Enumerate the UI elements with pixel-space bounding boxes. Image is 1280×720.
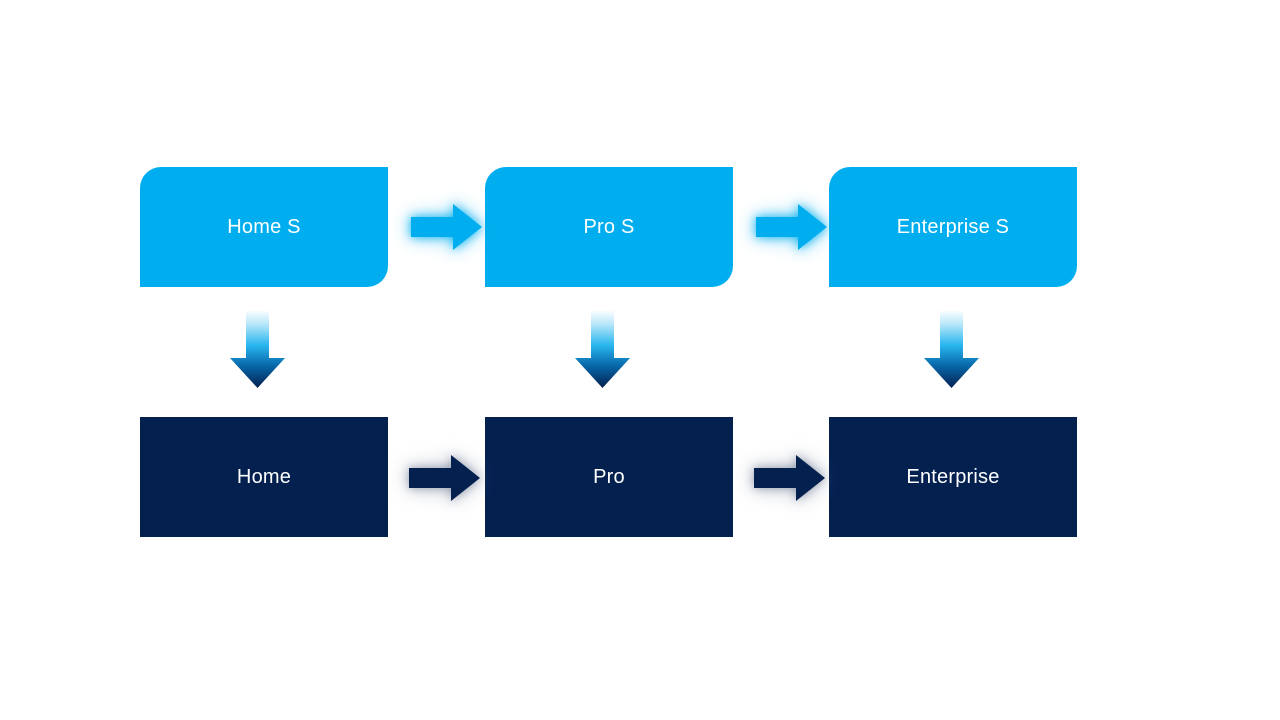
node-pro-label: Pro — [593, 466, 625, 488]
node-enterprise[interactable]: Enterprise — [829, 417, 1077, 537]
node-pro-s-label: Pro S — [583, 216, 635, 238]
arrow-enterprise-s-to-enterprise — [923, 310, 980, 389]
arrow-pro-s-to-pro — [574, 310, 631, 389]
node-home[interactable]: Home — [140, 417, 388, 537]
node-enterprise-s[interactable]: Enterprise S — [829, 167, 1077, 287]
arrow-home-s-to-pro-s — [411, 203, 483, 251]
arrow-pro-to-enterprise — [754, 454, 826, 502]
arrow-home-to-pro — [409, 454, 481, 502]
node-pro-s[interactable]: Pro S — [485, 167, 733, 287]
arrow-right-icon — [409, 455, 480, 501]
arrow-home-s-to-home — [229, 310, 286, 389]
arrow-pro-s-to-enterprise-s — [756, 203, 828, 251]
arrow-right-icon — [754, 455, 825, 501]
arrow-down-icon — [924, 310, 979, 388]
node-pro[interactable]: Pro — [485, 417, 733, 537]
arrow-down-icon — [575, 310, 630, 388]
node-enterprise-s-label: Enterprise S — [896, 216, 1010, 238]
node-home-s-label: Home S — [227, 216, 301, 238]
node-home-label: Home — [236, 466, 292, 488]
node-enterprise-label: Enterprise — [906, 466, 1000, 488]
arrow-right-icon — [411, 204, 482, 250]
arrow-right-icon — [756, 204, 827, 250]
arrow-down-icon — [230, 310, 285, 388]
node-home-s[interactable]: Home S — [140, 167, 388, 287]
